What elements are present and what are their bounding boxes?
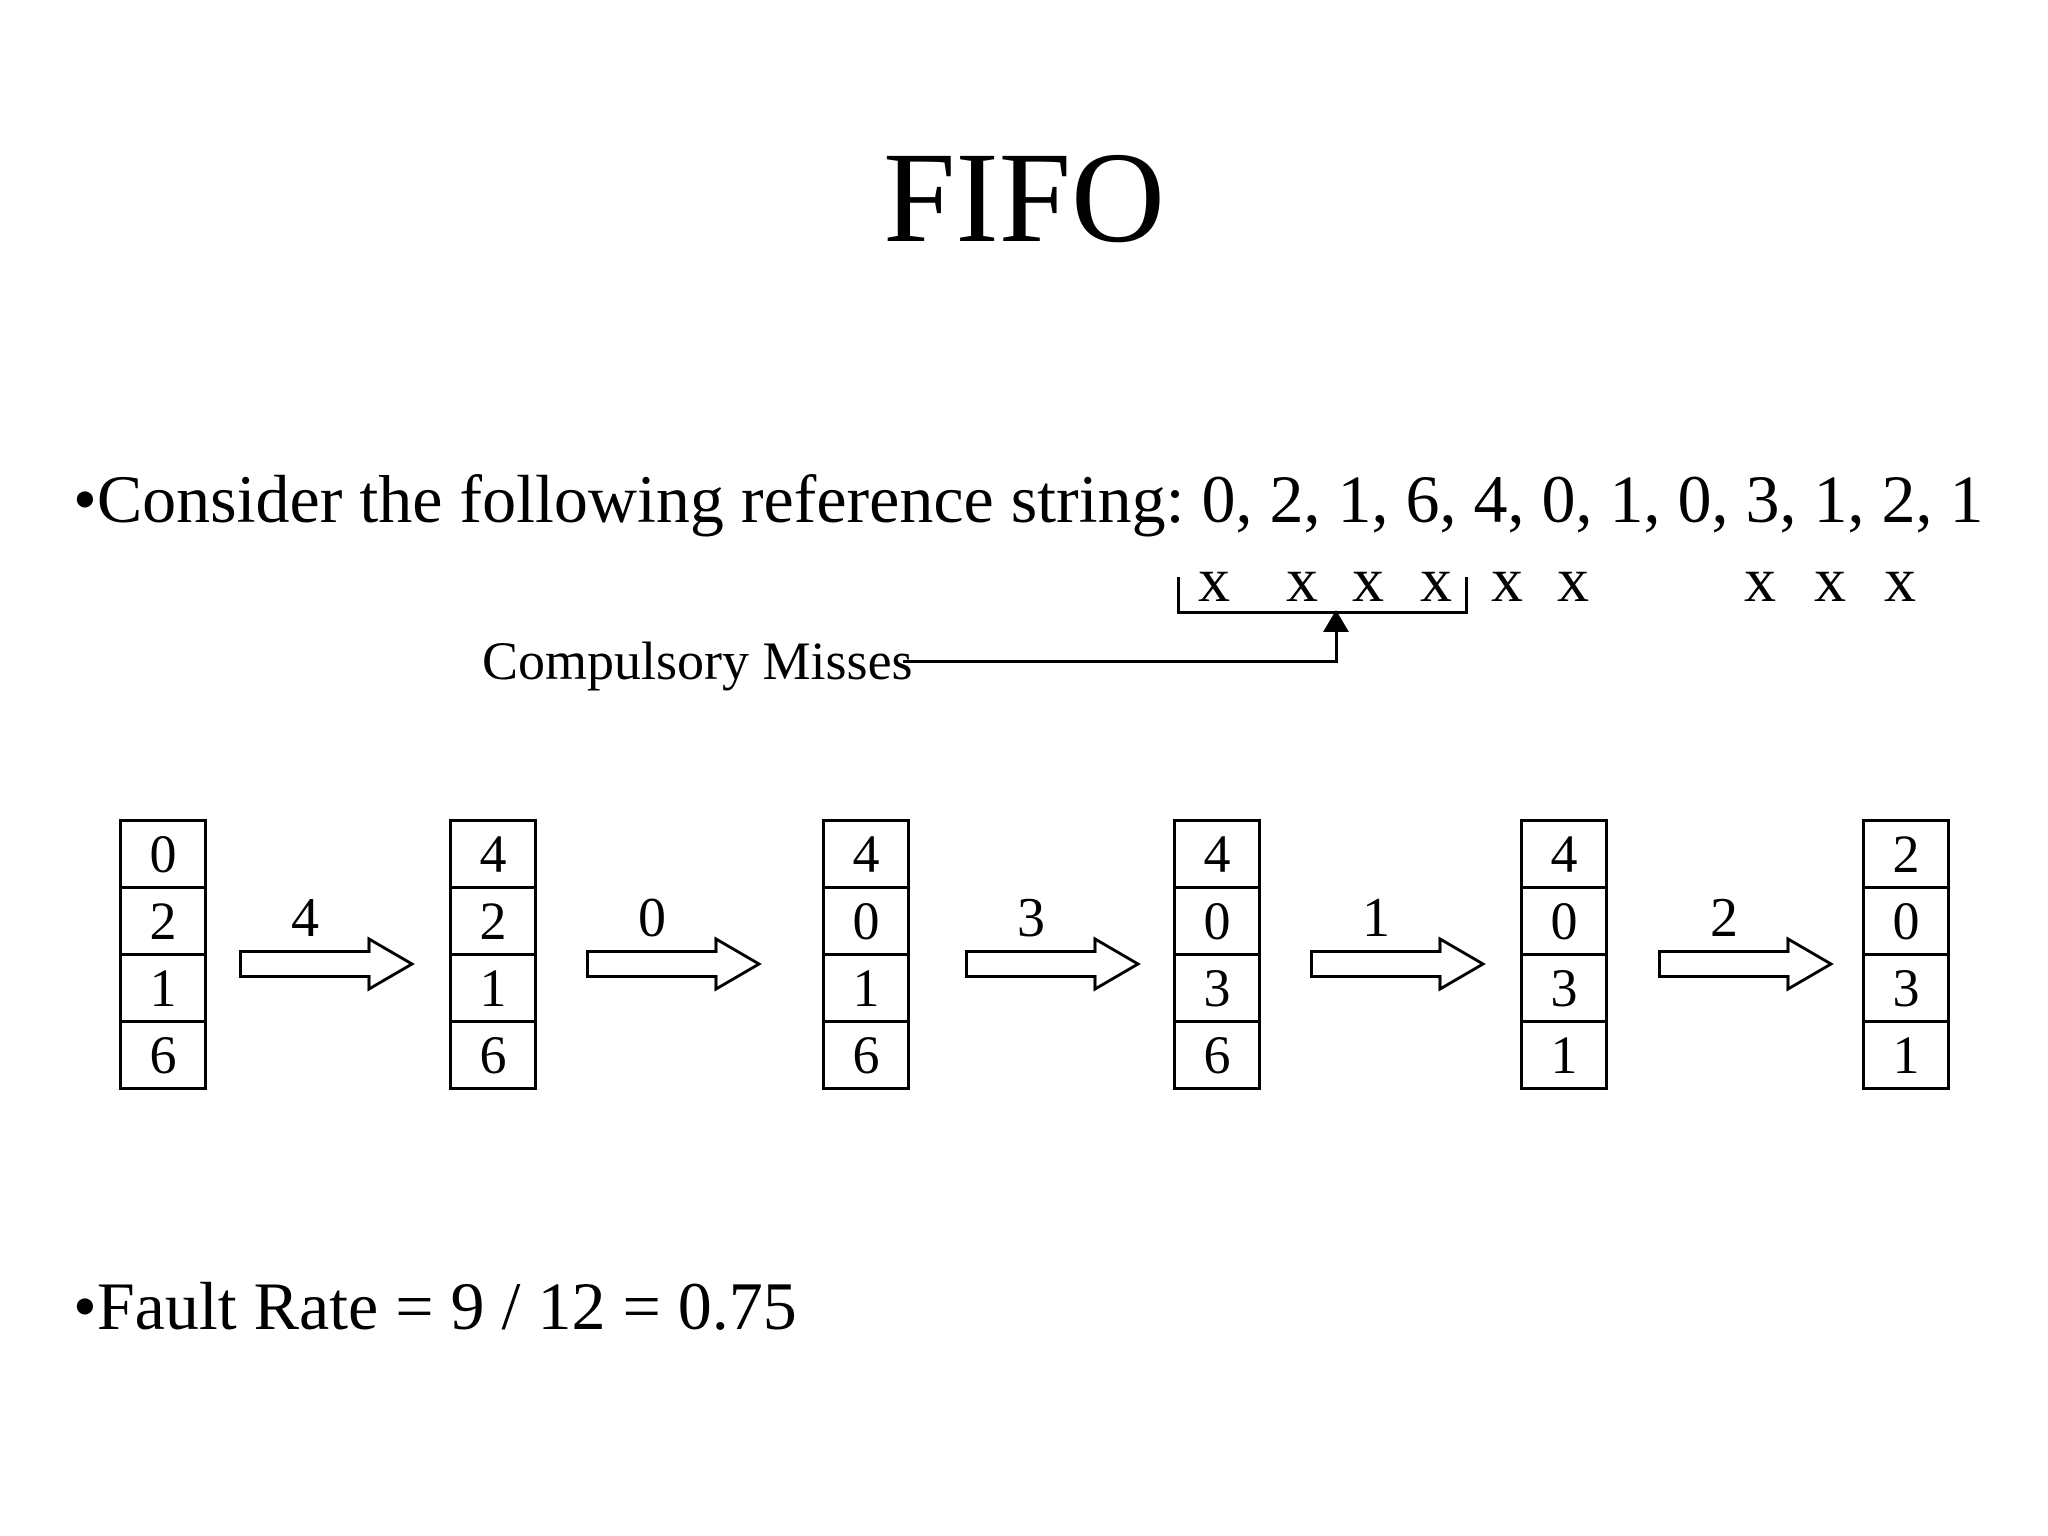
connector-vertical-line: [1335, 631, 1338, 663]
arrow-reference-label: 3: [1017, 887, 1045, 949]
frame-cell: 1: [119, 953, 207, 1023]
frame-cell: 6: [449, 1020, 537, 1090]
arrow-reference-label: 0: [638, 887, 666, 949]
miss-mark: x: [1286, 544, 1318, 615]
miss-mark: x: [1557, 544, 1589, 615]
bullet-icon: •: [73, 1268, 97, 1344]
frame-cell: 1: [822, 953, 910, 1023]
arrow-reference-label: 2: [1710, 887, 1738, 949]
frame-cell: 6: [822, 1020, 910, 1090]
reference-string-line: •Consider the following reference string…: [73, 465, 1983, 533]
miss-mark: x: [1744, 544, 1776, 615]
fault-rate-line: •Fault Rate = 9 / 12 = 0.75: [73, 1272, 797, 1340]
frame-cell: 6: [1173, 1020, 1261, 1090]
frame-cell: 4: [1173, 819, 1261, 889]
frame-cell: 0: [119, 819, 207, 889]
connector-horizontal-line: [903, 660, 1338, 663]
frame-cell: 6: [119, 1020, 207, 1090]
bracket-right-tick: [1465, 577, 1468, 611]
frame-cell: 3: [1173, 953, 1261, 1023]
frame-cell: 0: [1173, 886, 1261, 956]
frame-cell: 4: [449, 819, 537, 889]
miss-mark: x: [1884, 544, 1916, 615]
up-arrowhead-icon: [1323, 610, 1349, 632]
frame-cell: 4: [1520, 819, 1608, 889]
bullet-icon: •: [73, 461, 97, 537]
right-block-arrow-icon: [1310, 936, 1486, 992]
frame-cell: 0: [1520, 886, 1608, 956]
miss-mark: x: [1814, 544, 1846, 615]
page-title: FIFO: [883, 126, 1165, 270]
reference-string-values: 0, 2, 1, 6, 4, 0, 1, 0, 3, 1, 2, 1: [1201, 461, 1984, 537]
arrow-reference-label: 1: [1362, 887, 1390, 949]
right-block-arrow-icon: [586, 936, 762, 992]
frame-cell: 1: [1520, 1020, 1608, 1090]
reference-string-label: Consider the following reference string:: [96, 461, 1202, 537]
right-block-arrow-icon: [1658, 936, 1834, 992]
frame-cell: 3: [1862, 953, 1950, 1023]
frame-cell: 4: [822, 819, 910, 889]
frame-cell: 0: [822, 886, 910, 956]
fault-rate-text: Fault Rate = 9 / 12 = 0.75: [96, 1268, 797, 1344]
bracket-left-tick: [1177, 577, 1180, 611]
arrow-reference-label: 4: [291, 887, 319, 949]
frame-cell: 0: [1862, 886, 1950, 956]
bracket-bottom-line: [1177, 611, 1468, 614]
miss-mark: x: [1352, 544, 1384, 615]
frame-cell: 1: [449, 953, 537, 1023]
miss-mark: x: [1420, 544, 1452, 615]
compulsory-misses-label: Compulsory Misses: [482, 631, 913, 691]
frame-cell: 1: [1862, 1020, 1950, 1090]
miss-mark: x: [1198, 544, 1230, 615]
right-block-arrow-icon: [965, 936, 1141, 992]
frame-cell: 2: [1862, 819, 1950, 889]
right-block-arrow-icon: [239, 936, 415, 992]
miss-mark: x: [1491, 544, 1523, 615]
frame-cell: 2: [449, 886, 537, 956]
frame-cell: 2: [119, 886, 207, 956]
frame-cell: 3: [1520, 953, 1608, 1023]
